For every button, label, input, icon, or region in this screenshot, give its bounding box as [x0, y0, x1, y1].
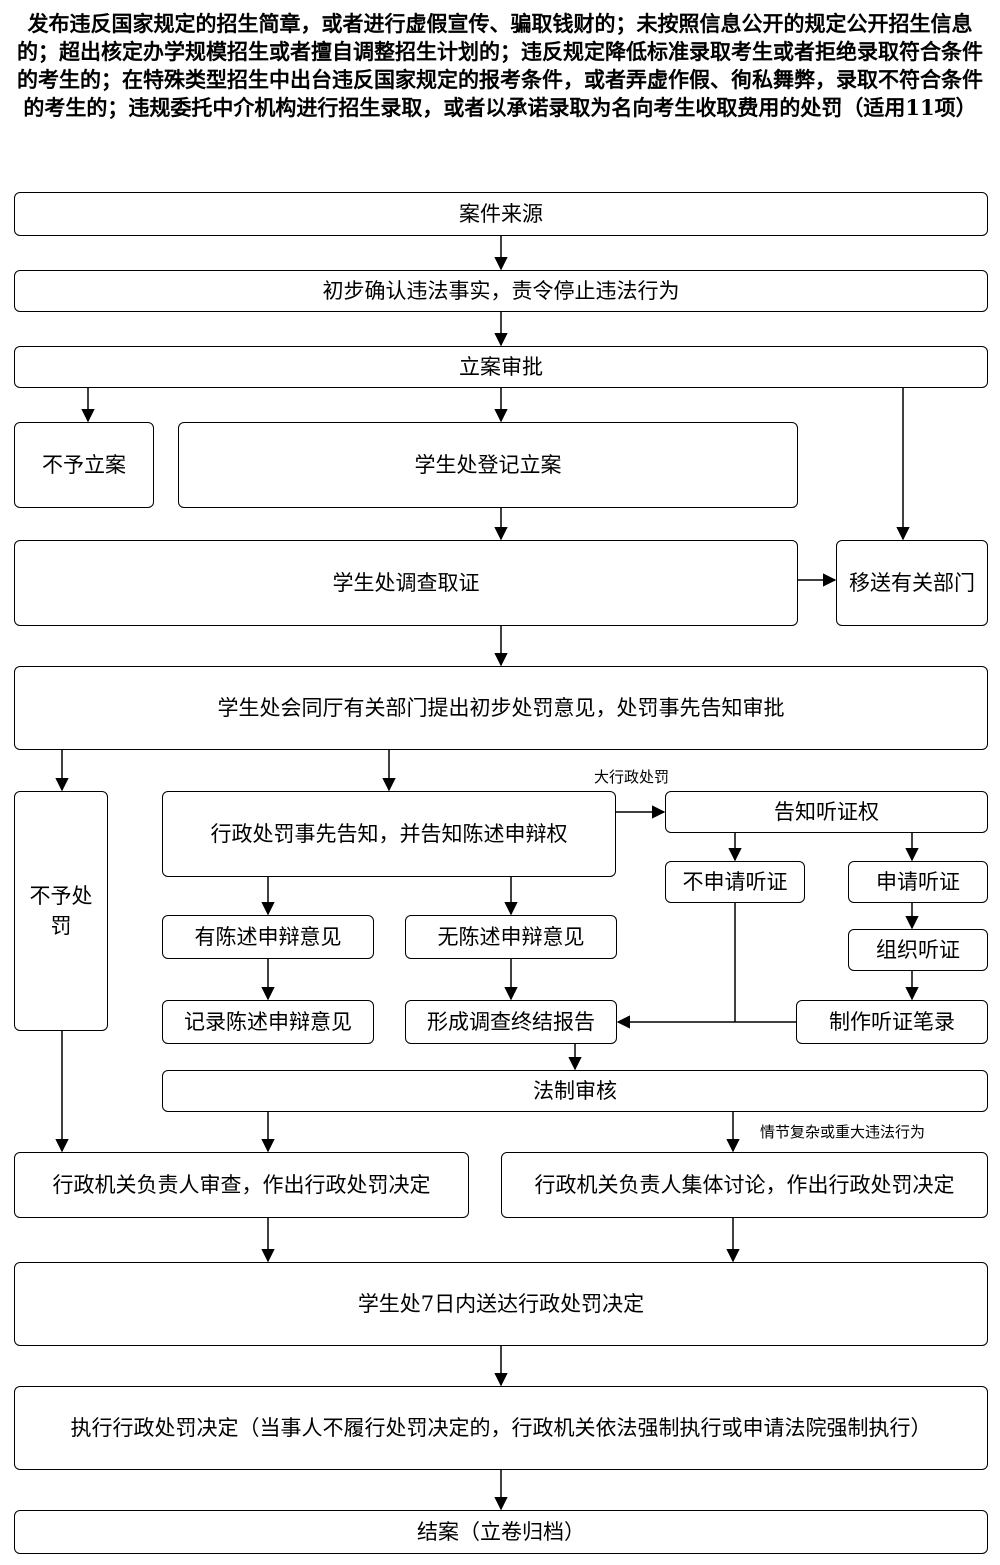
- node-head-review: 行政机关负责人审查，作出行政处罚决定: [14, 1152, 469, 1218]
- note-major-penalty: 大行政处罚: [594, 768, 670, 786]
- node-no-statement: 无陈述申辩意见: [405, 915, 617, 959]
- node-case-source: 案件来源: [14, 192, 988, 236]
- node-preliminary-opinion: 学生处会同厅有关部门提出初步处罚意见，处罚事先告知审批: [14, 666, 988, 750]
- node-investigate: 学生处调查取证: [14, 540, 798, 626]
- node-collective-discussion: 行政机关负责人集体讨论，作出行政处罚决定: [501, 1152, 988, 1218]
- node-hearing-record: 制作听证笔录: [796, 1000, 988, 1044]
- node-transfer: 移送有关部门: [836, 540, 988, 626]
- node-filing-approval: 立案审批: [14, 346, 988, 388]
- node-organize-hearing: 组织听证: [848, 929, 988, 971]
- node-final-report: 形成调查终结报告: [405, 1000, 617, 1044]
- node-close-case: 结案（立卷归档）: [14, 1510, 988, 1554]
- node-apply-hearing: 申请听证: [848, 861, 988, 903]
- node-preliminary-confirm: 初步确认违法事实，责令停止违法行为: [14, 270, 988, 312]
- node-no-filing: 不予立案: [14, 422, 154, 508]
- node-no-hearing: 不申请听证: [665, 861, 805, 903]
- node-deliver-decision: 学生处7日内送达行政处罚决定: [14, 1262, 988, 1346]
- note-complex-case: 情节复杂或重大违法行为: [760, 1123, 926, 1141]
- diagram-title: 发布违反国家规定的招生简章，或者进行虚假宣传、骗取钱财的；未按照信息公开的规定公…: [17, 11, 983, 120]
- node-record-statement: 记录陈述申辩意见: [162, 1000, 374, 1044]
- node-execute-decision: 执行行政处罚决定（当事人不履行处罚决定的，行政机关依法强制执行或申请法院强制执行…: [14, 1386, 988, 1470]
- node-register-filing: 学生处登记立案: [178, 422, 798, 508]
- node-no-penalty: 不予处罚: [14, 791, 108, 1031]
- node-prior-notice: 行政处罚事先告知，并告知陈述申辩权: [162, 791, 616, 877]
- node-legal-review: 法制审核: [162, 1070, 988, 1112]
- node-has-statement: 有陈述申辩意见: [162, 915, 374, 959]
- node-hearing-right: 告知听证权: [665, 791, 988, 833]
